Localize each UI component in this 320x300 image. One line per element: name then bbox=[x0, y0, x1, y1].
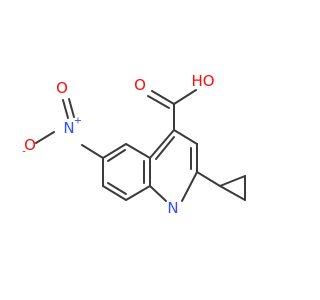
molecule-structure: HO O N + O O - N bbox=[22, 72, 246, 217]
bond-c4a-c4 bbox=[149, 129, 175, 159]
bond-c4a-c4-inner bbox=[155, 136, 175, 160]
bond-nitro-o-left bbox=[35, 131, 55, 144]
atom-label-nitro-oxygen-top: O bbox=[56, 79, 68, 97]
bond-c4a-c5 bbox=[125, 143, 151, 159]
charge-nitro-oxygen-left: - bbox=[22, 147, 26, 158]
bond-c2-n1 bbox=[181, 171, 198, 202]
bond-c7-c8-inner bbox=[107, 182, 127, 195]
bond-carboxyl-oh bbox=[173, 89, 197, 105]
bond-carboxyl-o-1 bbox=[151, 90, 175, 105]
atom-label-carbonyl-oxygen: O bbox=[134, 76, 146, 94]
bond-c6-nitro bbox=[81, 144, 104, 159]
atom-label-ring-nitrogen: N bbox=[167, 199, 178, 217]
bond-c5-c6 bbox=[102, 143, 127, 159]
bond-cyclopropyl-c bbox=[219, 185, 246, 201]
atom-label-nitro-oxygen-left: O bbox=[24, 136, 36, 154]
atom-label-nitro-nitrogen: N bbox=[63, 119, 74, 137]
charge-nitro-nitrogen: + bbox=[74, 116, 82, 127]
bond-c7-c8 bbox=[102, 185, 127, 201]
bond-nitro-o-top-1 bbox=[62, 99, 69, 119]
structure-canvas: HO O N + O O - N bbox=[22, 72, 246, 217]
bond-c5-c6-inner bbox=[107, 149, 126, 162]
bond-carboxyl-o-2 bbox=[147, 95, 170, 109]
bond-c2-cyclopropyl bbox=[196, 171, 221, 187]
bond-nitro-o-top-2 bbox=[68, 98, 75, 118]
atom-label-hydroxyl: HO bbox=[191, 72, 214, 90]
bond-c8-c8a bbox=[125, 185, 151, 201]
bond-n1-c8a bbox=[149, 185, 167, 202]
bond-c4-c3 bbox=[173, 129, 198, 145]
bond-cyclopropyl-a bbox=[219, 175, 246, 187]
